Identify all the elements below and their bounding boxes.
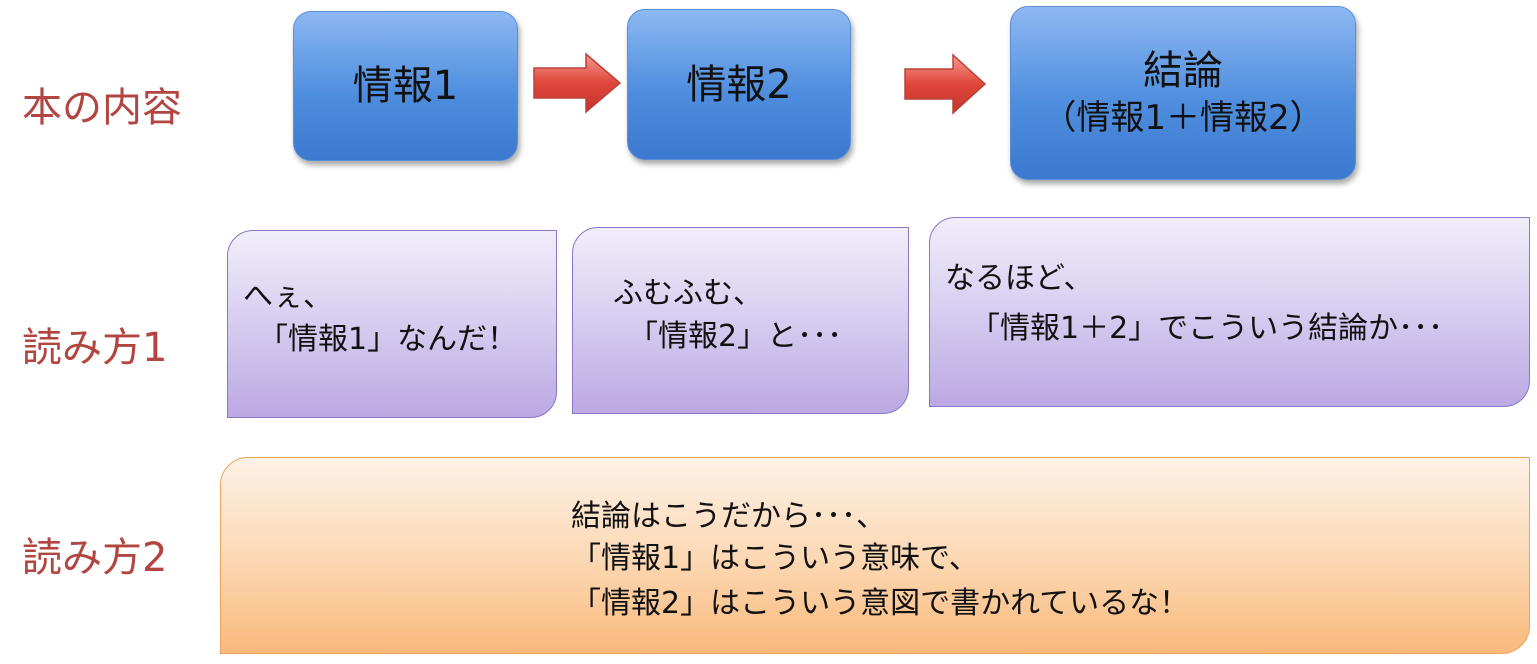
- reading1-box-2-line2: 「情報2」と･･･: [628, 319, 843, 354]
- conclusion-title: 結論: [1143, 47, 1223, 94]
- row-label-content: 本の内容: [22, 85, 182, 131]
- conclusion-subtitle: （情報1＋情報2）: [1042, 97, 1324, 138]
- reading1-box-2: ふむふむ、 「情報2」と･･･: [572, 227, 909, 414]
- row-label-reading2: 読み方2: [22, 535, 168, 581]
- reading1-box-3: なるほど、 「情報1＋2」でこういう結論か･･･: [929, 217, 1530, 407]
- arrow-right-icon: [904, 53, 987, 115]
- reading2-box: 結論はこうだから･･･、 「情報1」はこういう意味で、 「情報2」はこういう意図…: [220, 457, 1530, 654]
- reading2-line2: 「情報1」はこういう意味で、: [571, 541, 979, 576]
- reading1-box-1: へぇ、 「情報1」なんだ！: [227, 230, 557, 418]
- reading2-line1: 結論はこうだから･･･、: [571, 499, 886, 534]
- conclusion-box: 結論 （情報1＋情報2）: [1010, 6, 1356, 180]
- info2-label: 情報2: [686, 61, 792, 108]
- arrow-right-icon: [533, 52, 622, 114]
- row-label-reading1: 読み方1: [22, 325, 168, 371]
- reading1-box-2-line1: ふむふむ、: [613, 276, 763, 311]
- reading1-box-1-line1: へぇ、: [243, 279, 333, 314]
- info1-label: 情報1: [352, 63, 459, 109]
- reading2-line3: 「情報2」はこういう意図で書かれているな！: [571, 586, 1190, 621]
- reading1-box-3-line1: なるほど、: [945, 261, 1094, 296]
- info1-box: 情報1: [293, 11, 518, 161]
- reading1-box-1-line2: 「情報1」なんだ！: [258, 322, 518, 357]
- info2-box: 情報2: [627, 9, 851, 160]
- reading1-box-3-line2: 「情報1＋2」でこういう結論か･･･: [970, 311, 1444, 346]
